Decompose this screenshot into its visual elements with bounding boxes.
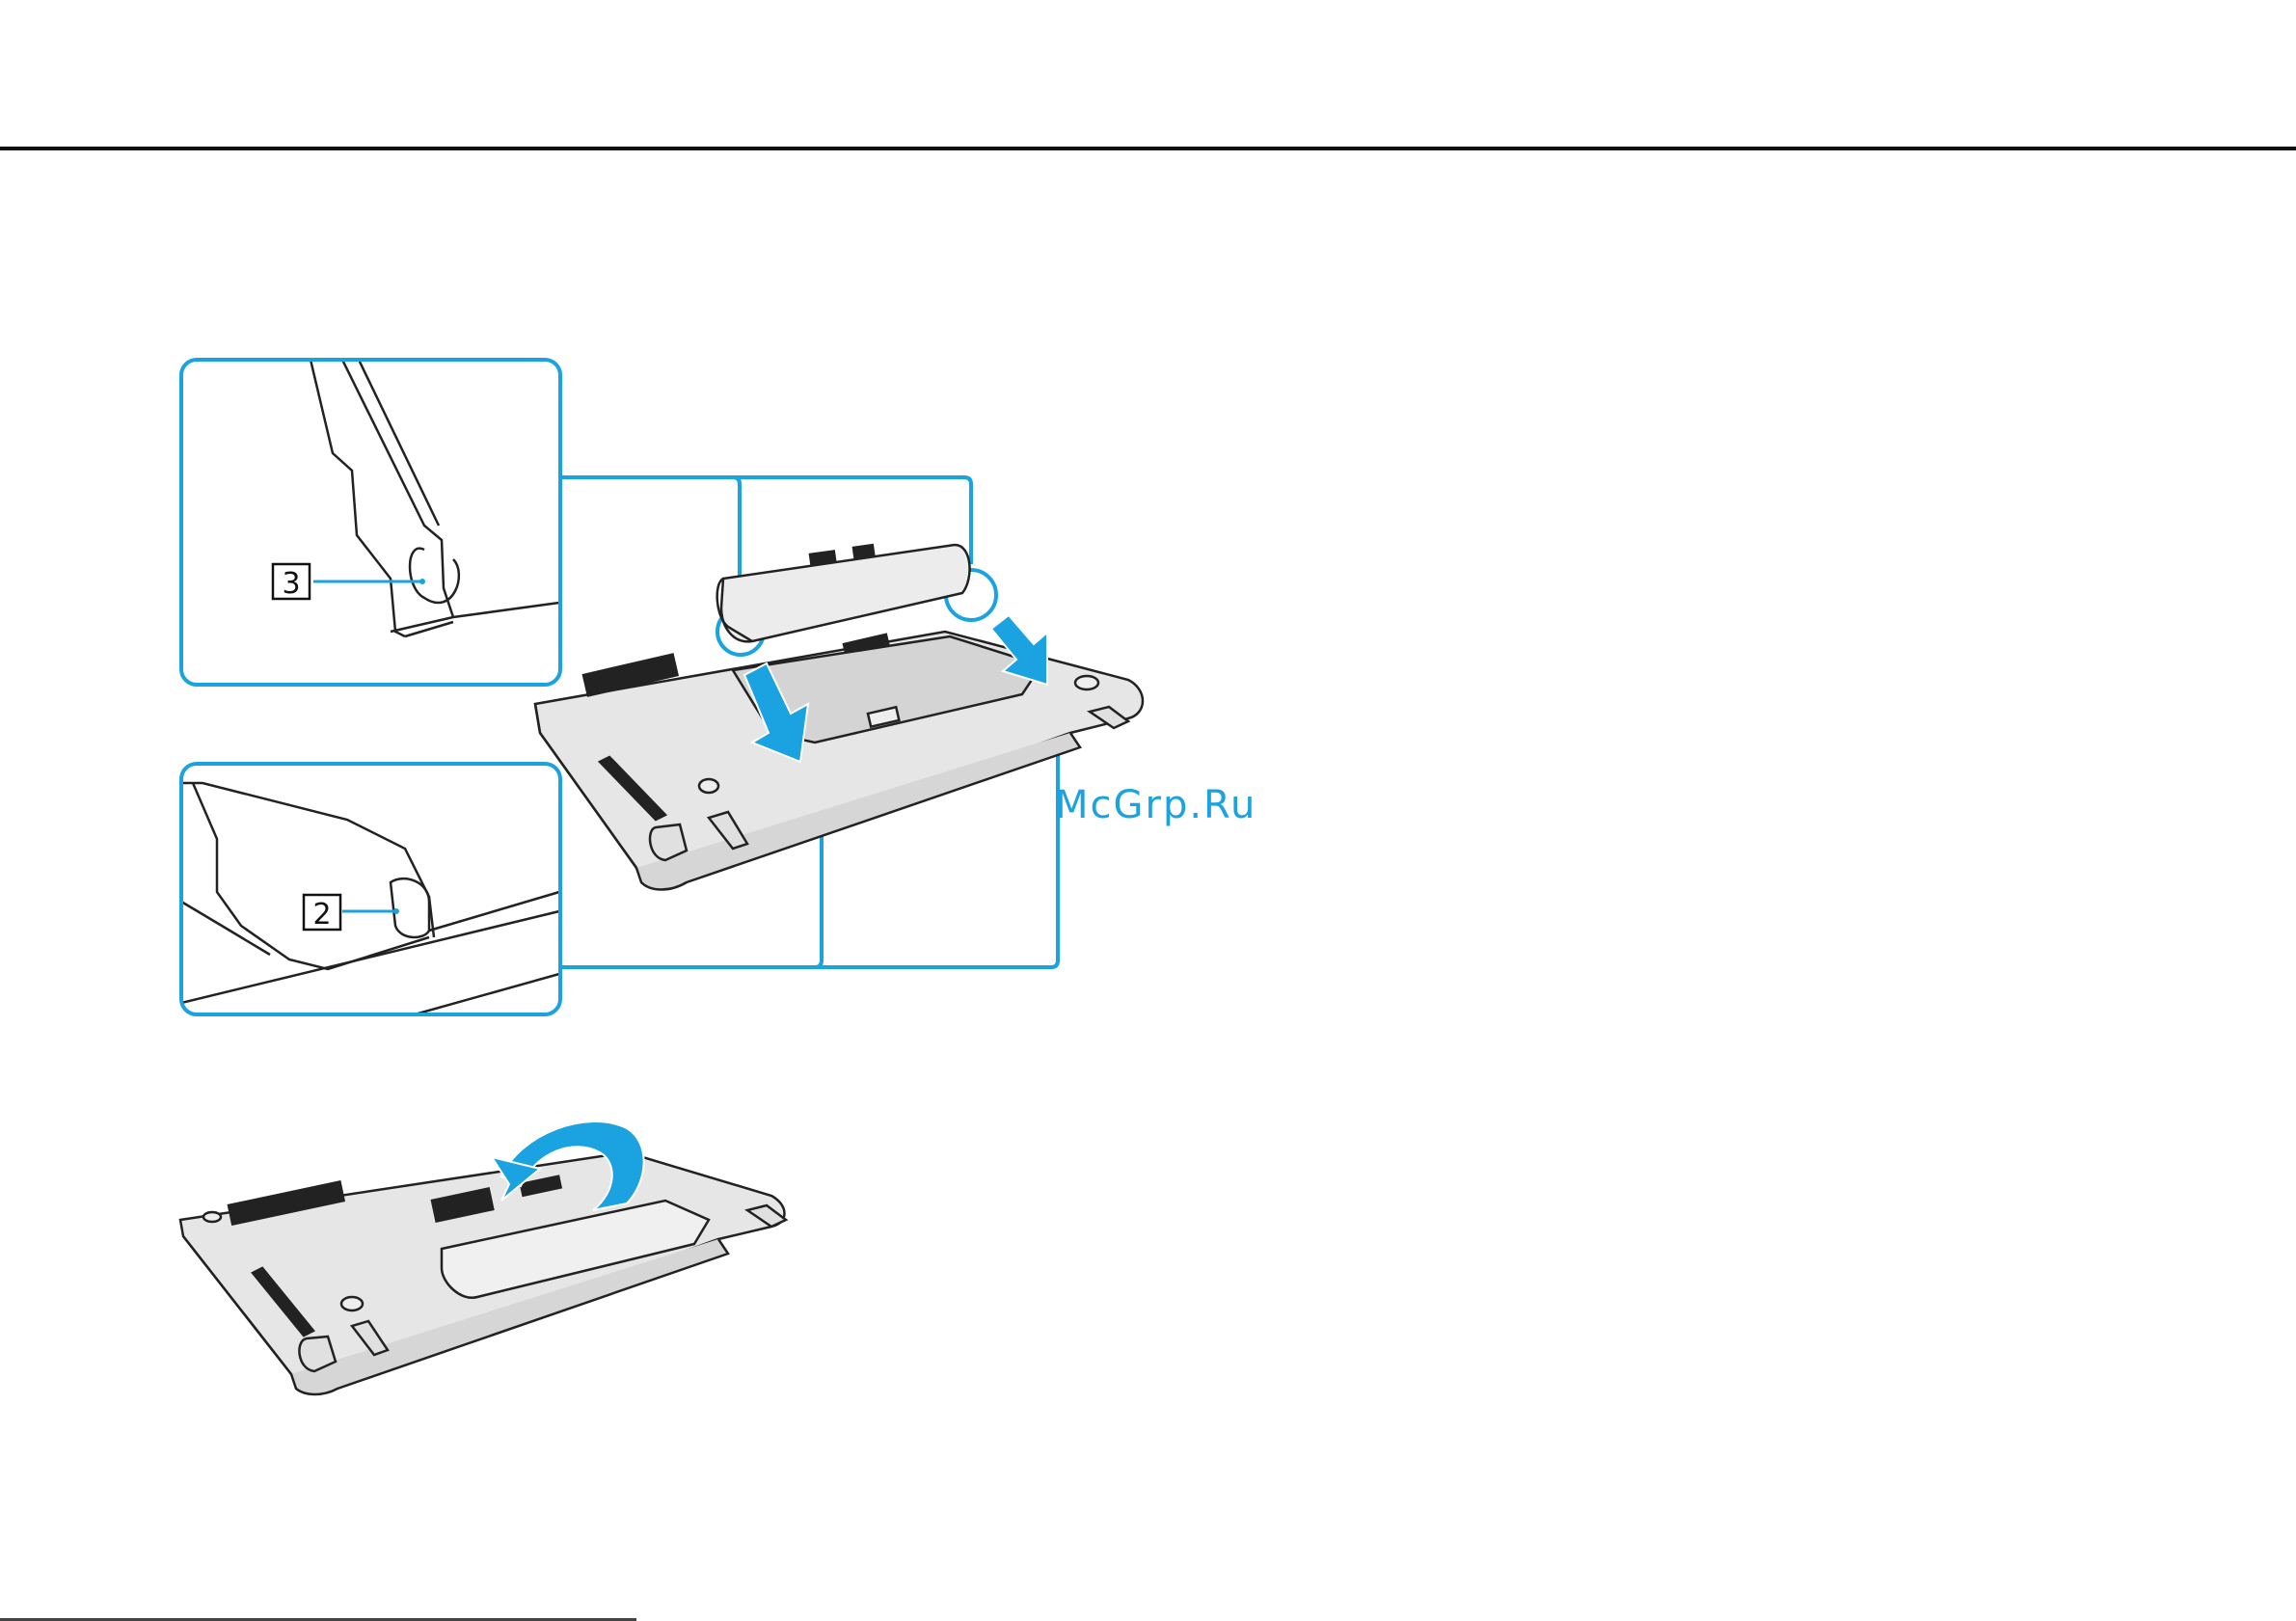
callout-label-3: 3 xyxy=(282,567,300,601)
laptop-bottom-view-battery-seated xyxy=(180,1152,786,1394)
laptop-bottom-view-insertion xyxy=(535,545,1143,890)
detail-callout-latch-2: 2 xyxy=(181,764,560,1014)
detail-callout-latch-3: 3 xyxy=(181,360,560,685)
watermark-text: McGrp.Ru xyxy=(1055,783,1256,827)
callout-label-2: 2 xyxy=(312,898,331,932)
